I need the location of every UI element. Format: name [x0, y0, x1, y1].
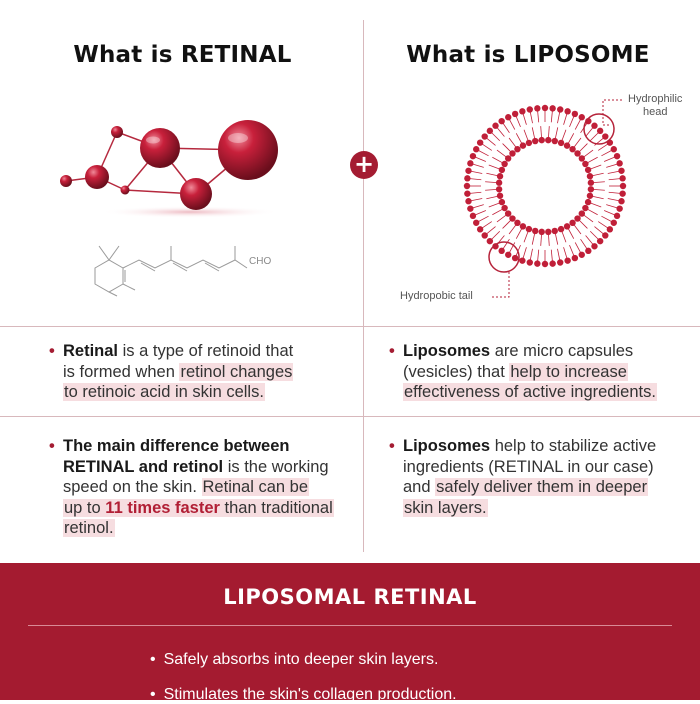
plus-icon: + [350, 151, 378, 179]
liposome-benefit: • Liposomes help to stabilize active ing… [389, 437, 657, 517]
column-divider [363, 20, 364, 552]
retinal-molecule-illustration [60, 120, 280, 218]
formula-group-label: CHO [249, 256, 271, 267]
callout-lines [490, 99, 622, 298]
retinal-structural-formula: CHO [94, 245, 271, 297]
liposomal-retinal-banner [0, 563, 700, 700]
retinal-definition: • Retinal is a type of retinoid that is … [49, 342, 294, 401]
banner-divider [28, 625, 672, 626]
banner-item: •Stimulates the skin's collagen producti… [150, 686, 457, 703]
liposome-definition: • Liposomes are micro capsules (vesicles… [389, 342, 657, 401]
liposome-bilayer [463, 104, 627, 268]
speed-emphasis: 11 times faster [105, 498, 220, 517]
row-divider-2 [0, 416, 700, 417]
hydrophilic-callout-circle [583, 113, 615, 145]
retinal-title: What is RETINAL [73, 42, 292, 68]
retinal-difference: • The main difference between RETINAL an… [49, 437, 334, 537]
hydrophobic-callout-circle [488, 241, 520, 273]
banner-item: •Safely absorbs into deeper skin layers. [150, 651, 439, 668]
liposome-illustration [463, 104, 627, 273]
row-divider-1 [0, 326, 700, 327]
banner-title: LIPOSOMAL RETINAL [223, 585, 477, 609]
liposome-title: What is LIPOSOME [406, 42, 650, 68]
hydrophobic-tail-label: Hydropobic tail [400, 290, 473, 302]
